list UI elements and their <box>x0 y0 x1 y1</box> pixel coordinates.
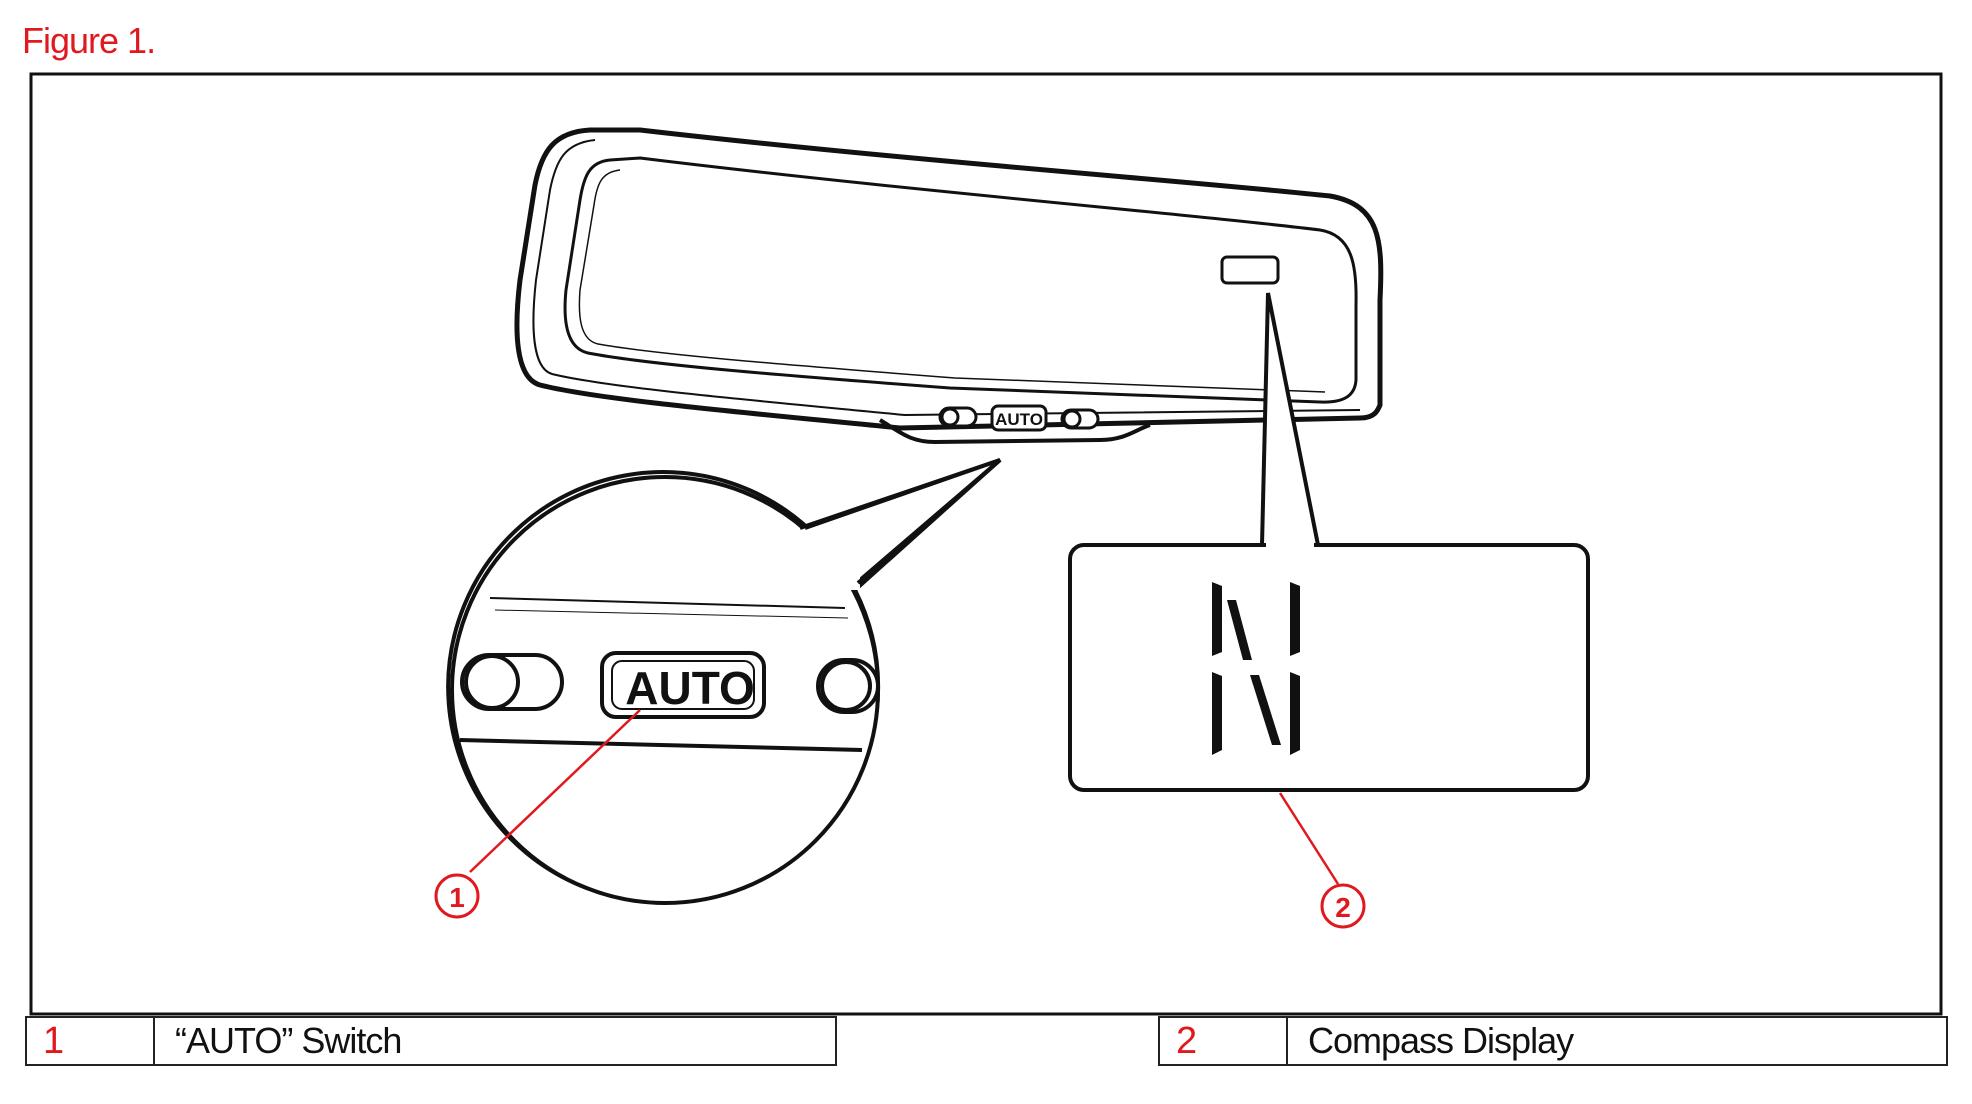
callout-2-number: 2 <box>1335 892 1351 923</box>
zoom-pointer-outline <box>804 458 1002 585</box>
callout-1-leader <box>469 709 641 873</box>
large-auto-button-inner <box>611 660 755 710</box>
mirror-outer-edge <box>532 139 1361 417</box>
large-left-button-knob <box>464 654 520 710</box>
zoom-top-line <box>489 597 846 609</box>
legend-1-number: 1 <box>27 1018 155 1064</box>
callout-1-badge: 1 <box>434 873 480 919</box>
callout-2-leader <box>1278 792 1340 885</box>
small-auto-button <box>990 404 1048 432</box>
large-auto-label: AUTO <box>625 662 755 714</box>
zoom-pointer-mask <box>790 530 860 590</box>
callout-2-badge: 2 <box>1320 883 1366 929</box>
zoom-top-line-2 <box>494 609 849 619</box>
mirror-glass-inner <box>578 169 1326 393</box>
mirror-chin <box>878 418 1151 445</box>
compass-pointer <box>1260 292 1320 546</box>
compass-display-box <box>1068 543 1590 792</box>
legend-2-label: Compass Display <box>1308 1020 1574 1061</box>
small-auto-label: AUTO <box>995 410 1043 429</box>
compass-pointer-mask <box>1266 540 1314 550</box>
zoom-bottom-line <box>459 738 863 752</box>
small-right-button-knob <box>1062 409 1082 429</box>
small-left-button-knob <box>940 407 960 427</box>
legend-row-2: 2 Compass Display <box>1158 1016 1948 1066</box>
legend-2-number: 2 <box>1160 1018 1288 1064</box>
mirror-outer-frame <box>514 127 1384 431</box>
compass-window-small <box>1220 255 1280 285</box>
legend-row-1: 1 “AUTO” Switch <box>25 1016 837 1066</box>
mirror-glass <box>563 156 1358 404</box>
figure-title: Figure 1. <box>22 20 156 61</box>
callout-1-number: 1 <box>449 882 465 913</box>
large-auto-button <box>600 651 766 719</box>
legend-1-label: “AUTO” Switch <box>175 1020 402 1061</box>
figure-frame <box>29 72 1943 1016</box>
large-right-button-knob <box>820 660 872 712</box>
compass-letter-n <box>1212 582 1300 755</box>
